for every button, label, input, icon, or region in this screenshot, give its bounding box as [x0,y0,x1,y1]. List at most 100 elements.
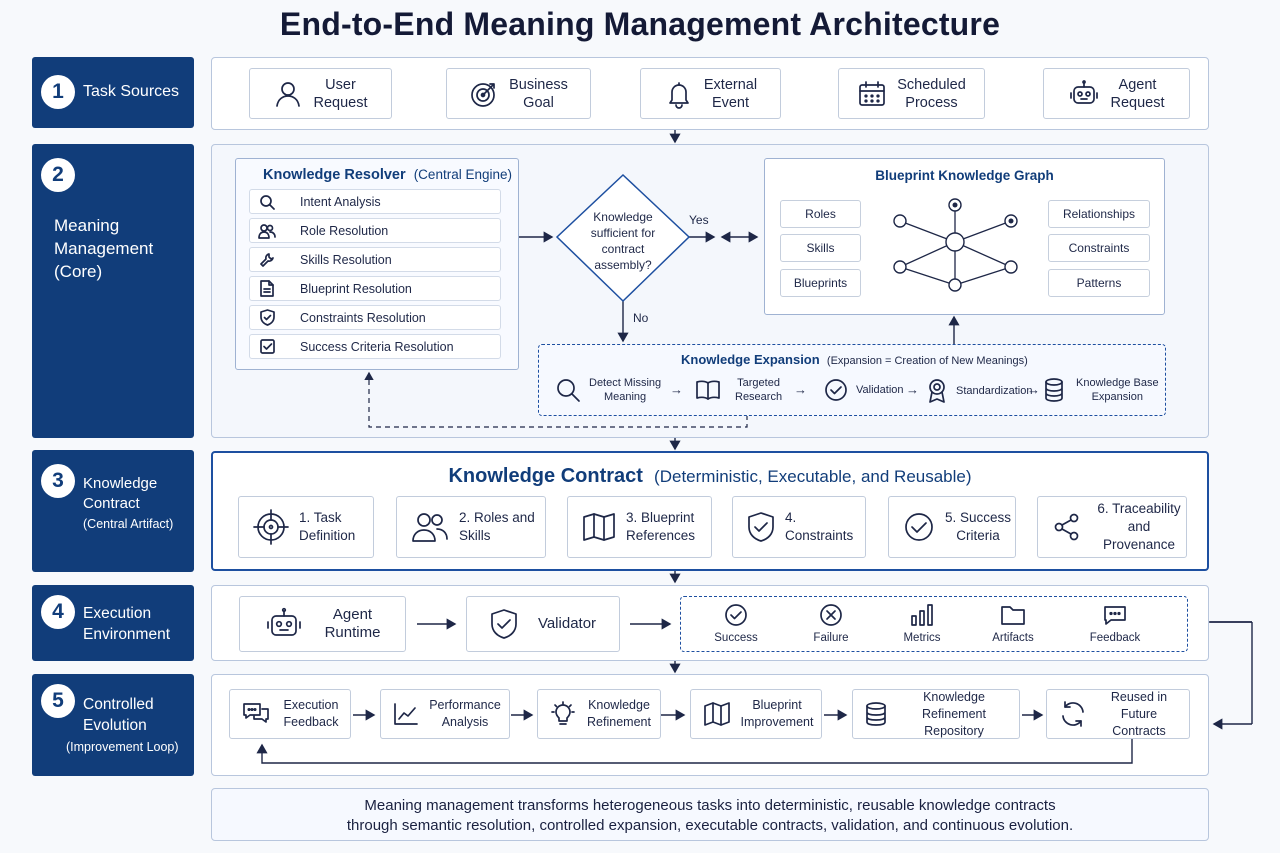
decision-yes-label: Yes [689,213,709,227]
database-icon [1044,377,1064,403]
graph-node-skills[interactable]: Skills [780,234,861,262]
source-label: Goal [523,94,554,111]
check-circle-icon [824,378,848,402]
book-icon [695,378,721,402]
decision-connectors [364,173,960,428]
x-circle-icon [791,603,871,627]
summary-text: Meaning management transforms heterogene… [212,796,1208,836]
contract-item-constraints[interactable]: 4. Constraints [732,496,866,558]
row-number: 4 [41,595,75,629]
resolver-item-label: Constraints Resolution [300,310,426,325]
execution-arrows [417,618,672,630]
shield-check-icon [490,608,518,640]
row-number: 1 [41,75,75,109]
graph-node-roles[interactable]: Roles [780,200,861,228]
decision-no-label: No [633,311,649,325]
contract-subtitle: (Deterministic, Executable, and Reusable… [654,467,972,486]
row-number: 5 [41,684,75,718]
award-icon [926,378,948,404]
source-label: External [703,76,758,93]
contract-heading: Knowledge Contract (Deterministic, Execu… [213,465,1207,488]
resolver-item-blueprint-resolution[interactable]: Blueprint Resolution [249,276,501,301]
graph-node-patterns[interactable]: Patterns [1048,269,1150,297]
row-number: 2 [41,158,75,192]
summary-footer: Meaning management transforms heterogene… [211,788,1209,841]
validator[interactable]: Validator [466,596,620,652]
knowledge-expansion: Knowledge Expansion (Expansion = Creatio… [538,344,1166,416]
users-icon [250,223,284,239]
execution-outcomes: Success Failure Metrics Artifacts Feedba… [680,596,1188,652]
resolver-item-intent-analysis[interactable]: Intent Analysis [249,189,501,214]
expansion-step-validation[interactable]: Validation [824,378,904,402]
outcome-failure[interactable]: Failure [791,603,871,644]
resolver-item-label: Intent Analysis [300,194,381,209]
target-icon [469,79,499,109]
expansion-step-standardization[interactable]: Standardization [926,378,1032,404]
resolver-heading: Knowledge Resolver (Central Engine) [263,167,512,183]
expansion-arrow: → [906,382,919,397]
resolver-item-label: Success Criteria Resolution [300,339,454,354]
resolver-item-success-criteria[interactable]: Success Criteria Resolution [249,334,501,359]
source-label: Request [313,94,368,111]
source-label: User [325,76,356,93]
evolution-arrows [256,709,1133,764]
map-icon [582,512,616,542]
database-icon [865,701,887,727]
checkbox-icon [250,339,284,354]
magnifier-icon [555,377,581,403]
document-icon [250,280,284,297]
graph-node-relationships[interactable]: Relationships [1048,200,1150,228]
calendar-icon [857,79,887,109]
outcome-success[interactable]: Success [696,603,776,644]
outcome-feedback[interactable]: Feedback [1075,603,1155,644]
source-label: Event [711,94,750,111]
expansion-heading: Knowledge Expansion (Expansion = Creatio… [681,352,1028,367]
blueprint-knowledge-graph: Blueprint Knowledge Graph Roles Skills B… [764,158,1165,315]
resolver-item-constraints-resolution[interactable]: Constraints Resolution [249,305,501,330]
expansion-arrow: → [670,382,683,397]
graph-node-blueprints[interactable]: Blueprints [780,269,861,297]
outcome-artifacts[interactable]: Artifacts [973,603,1053,644]
users-icon [411,511,449,543]
graph-node-constraints[interactable]: Constraints [1048,234,1150,262]
source-label: Agent [1118,76,1157,93]
outcome-metrics[interactable]: Metrics [882,603,962,644]
resolver-item-role-resolution[interactable]: Role Resolution [249,218,501,243]
summary-line: through semantic resolution, controlled … [346,817,1074,834]
bulb-icon [550,701,576,727]
expansion-arrow: → [1027,382,1040,397]
expansion-title: Knowledge Expansion [681,352,820,367]
graph-network-icon [893,198,1018,292]
row-sublabel: (Central Artifact) [83,517,174,531]
folder-icon [973,603,1053,627]
chat-bubbles-icon [242,701,270,727]
resolver-item-skills-resolution[interactable]: Skills Resolution [249,247,501,272]
check-circle-icon [696,603,776,627]
summary-line: Meaning management transforms heterogene… [364,797,1056,814]
row-label-text: Task Sources [83,83,180,100]
resolver-subtitle: (Central Engine) [413,167,512,182]
resolver-item-label: Blueprint Resolution [300,281,412,296]
